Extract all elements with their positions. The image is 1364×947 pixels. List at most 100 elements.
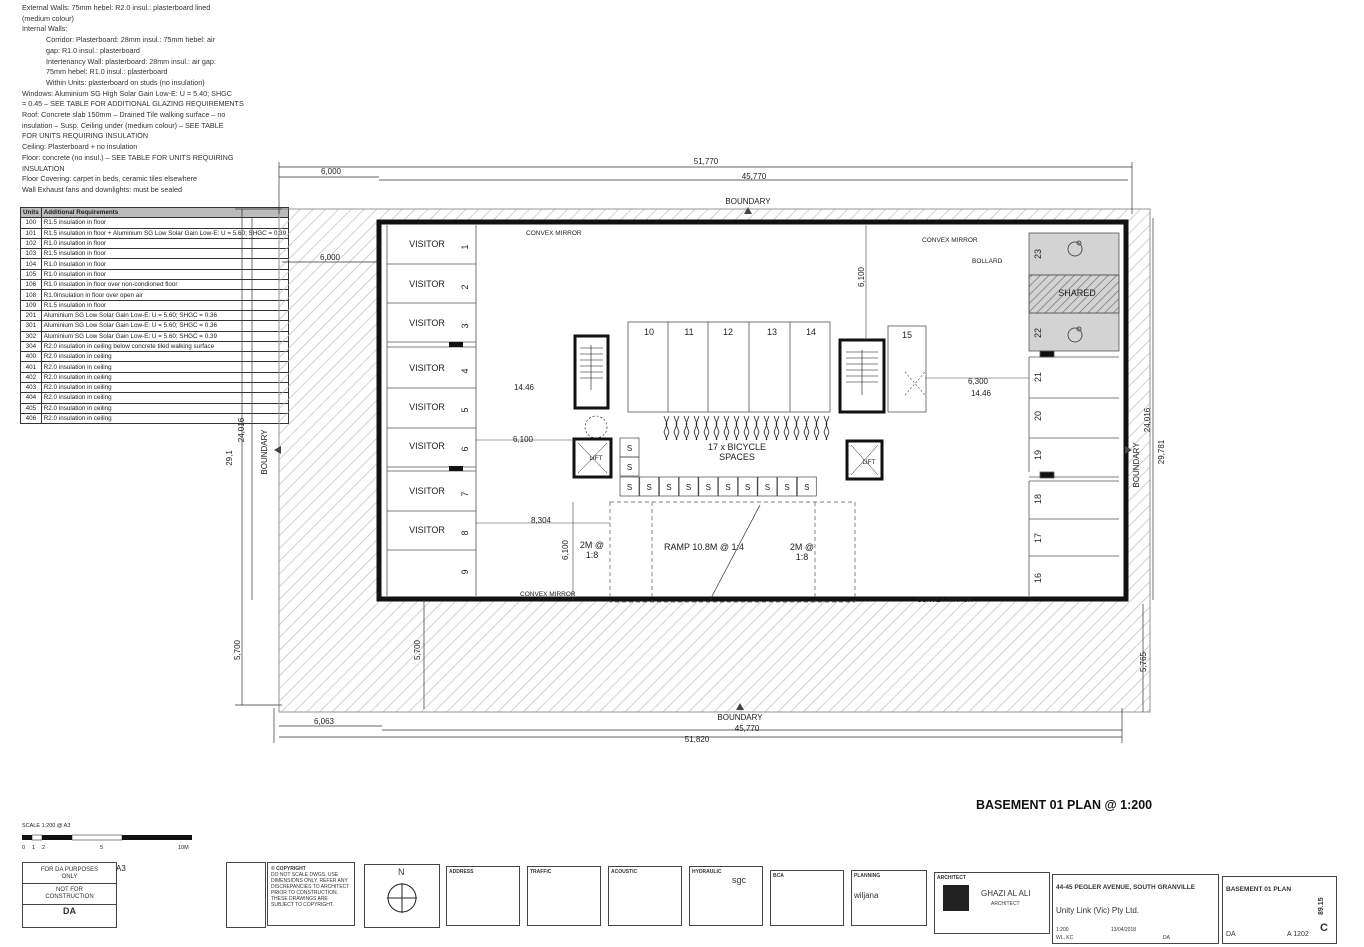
bay-number: 17 xyxy=(1033,533,1043,543)
bicycle-rack xyxy=(683,415,690,441)
storage-label: S xyxy=(627,463,632,472)
bicycle-rack xyxy=(713,415,720,441)
right-parking-bays xyxy=(1028,232,1120,596)
note-line: Within Units: plasterboard on studs (no … xyxy=(46,77,205,87)
bay-number: 10 xyxy=(644,327,654,337)
stair-right xyxy=(838,338,886,414)
bay-number: 12 xyxy=(723,327,733,337)
scale-tick: 10M xyxy=(178,845,189,851)
note-line: Roof: Concrete slab 150mm – Drained Tile… xyxy=(22,110,226,120)
bay-number: 8 xyxy=(460,530,470,535)
bay-number: 20 xyxy=(1033,411,1043,421)
storage-box xyxy=(777,476,797,497)
status-da: DA xyxy=(63,906,76,916)
bicycle-rack xyxy=(703,415,710,441)
dim-top-left: 6,000 xyxy=(321,167,342,176)
project-box: 44-45 PEGLER AVENUE, SOUTH GRANVILLE Uni… xyxy=(1052,874,1219,944)
dim-inner-bottom: 5,700 xyxy=(413,639,422,660)
visitor-label: VISITOR xyxy=(409,525,445,535)
bay-number: 7 xyxy=(460,491,470,496)
dim-bottom-total: 51,820 xyxy=(685,735,710,744)
note-line: gap: R1.0 insul.: plasterboard xyxy=(46,45,140,55)
dim-top-inner: 45,770 xyxy=(742,172,767,181)
scale-tick: 5 xyxy=(100,845,103,851)
visitor-label: VISITOR xyxy=(409,402,445,412)
project-drawn: WL, KC xyxy=(1056,935,1074,941)
bay-number: 18 xyxy=(1033,494,1043,504)
status-not-construction: NOT FOR CONSTRUCTION xyxy=(23,884,116,905)
project-scale: 1:200 xyxy=(1056,927,1069,933)
middle-parking-bays xyxy=(627,321,927,413)
north-label: N xyxy=(398,867,405,877)
boundary-top: BOUNDARY xyxy=(725,197,771,206)
bay-number: 3 xyxy=(460,323,470,328)
storage-label: S xyxy=(745,483,750,492)
ramp-grade-left: 2M @ xyxy=(580,540,604,550)
bicycle-label-2: SPACES xyxy=(719,452,755,462)
storage-label: S xyxy=(686,483,691,492)
storage-label: S xyxy=(784,483,789,492)
note-line: Wall Exhaust fans and downlights: must b… xyxy=(22,184,182,194)
bay-number: 6 xyxy=(460,446,470,451)
storage-box xyxy=(698,476,719,497)
boundary-bottom: BOUNDARY xyxy=(717,713,763,722)
copyright-title: © COPYRIGHT xyxy=(271,866,306,872)
bicycle-rack xyxy=(783,415,790,441)
drawing-number: A 1202 xyxy=(1287,931,1309,938)
storage-label: S xyxy=(627,444,632,453)
bicycle-label: 17 x BICYCLE xyxy=(708,442,766,452)
lift-label-left: LIFT xyxy=(589,455,602,462)
convex-mirror-3: CONVEX MIRROR xyxy=(520,591,576,598)
bay-number: 11 xyxy=(684,327,693,337)
dim-bottom-left: 6,063 xyxy=(314,717,335,726)
dim-ramp-v: 6,100 xyxy=(561,539,570,560)
bay-number: 5 xyxy=(460,407,470,412)
dim-inner-left: 6,000 xyxy=(320,253,341,262)
scale-tick: 0 xyxy=(22,845,25,851)
note-line: FOR UNITS REQUIRING INSULATION xyxy=(22,131,149,141)
note-line: 75mm hebel: R1.0 insul.: plasterboard xyxy=(46,67,168,77)
accessible-icon xyxy=(1067,240,1083,343)
scale-tick: 1 xyxy=(32,845,35,851)
bicycle-rack xyxy=(693,415,700,441)
dim-right-bottom: 5,765 xyxy=(1139,651,1148,672)
bay-number: 21 xyxy=(1033,372,1043,382)
bicycle-rack xyxy=(803,415,810,441)
bay-number: 2 xyxy=(460,284,470,289)
left-parking-bays xyxy=(386,225,477,596)
storage-box xyxy=(619,456,640,477)
bay-number: 23 xyxy=(1033,249,1043,259)
client-name: Unity Link (Vic) Pty Ltd. xyxy=(1056,906,1139,915)
convex-mirror-4: CONVEX MIRROR xyxy=(917,597,973,604)
sheet-size: A3 xyxy=(116,864,126,873)
drawing-status: DA xyxy=(1226,931,1236,938)
storage-label: S xyxy=(666,483,671,492)
basement-wall xyxy=(376,219,1129,602)
architect-box: ARCHITECT GHAZI AL ALI ARCHITECT xyxy=(934,872,1050,934)
stair-left xyxy=(573,334,610,439)
design-notes: External Walls: 75mm hebel: R2.0 insul.:… xyxy=(22,3,244,196)
architect-logo-icon xyxy=(943,885,969,911)
convex-mirror-2: CONVEX MIRROR xyxy=(922,237,978,244)
space-15: 15 xyxy=(902,330,912,340)
note-line: Floor: concrete (no insul.) – SEE TABLE … xyxy=(22,152,234,162)
note-line: Ceiling: Plasterboard + no insulation xyxy=(22,142,138,152)
note-line: Internal Walls: xyxy=(22,24,68,34)
north-box: N xyxy=(364,864,440,928)
bay-number: 13 xyxy=(767,327,777,337)
dim-top-total: 51,770 xyxy=(694,157,719,166)
project-status: DA xyxy=(1163,935,1170,941)
storage-label: S xyxy=(804,483,809,492)
bay-number: 22 xyxy=(1033,328,1043,338)
boundary-right: BOUNDARY xyxy=(1132,442,1141,488)
visitor-label: VISITOR xyxy=(409,486,445,496)
job-number: 89.15 xyxy=(1318,897,1325,915)
dim-left-bottom: 5,700 xyxy=(233,639,242,660)
dim-left-inner: 24,016 xyxy=(237,417,246,442)
dim-top-v: 6,100 xyxy=(857,266,866,287)
bay-number: 9 xyxy=(460,569,470,574)
ramp xyxy=(609,501,856,603)
